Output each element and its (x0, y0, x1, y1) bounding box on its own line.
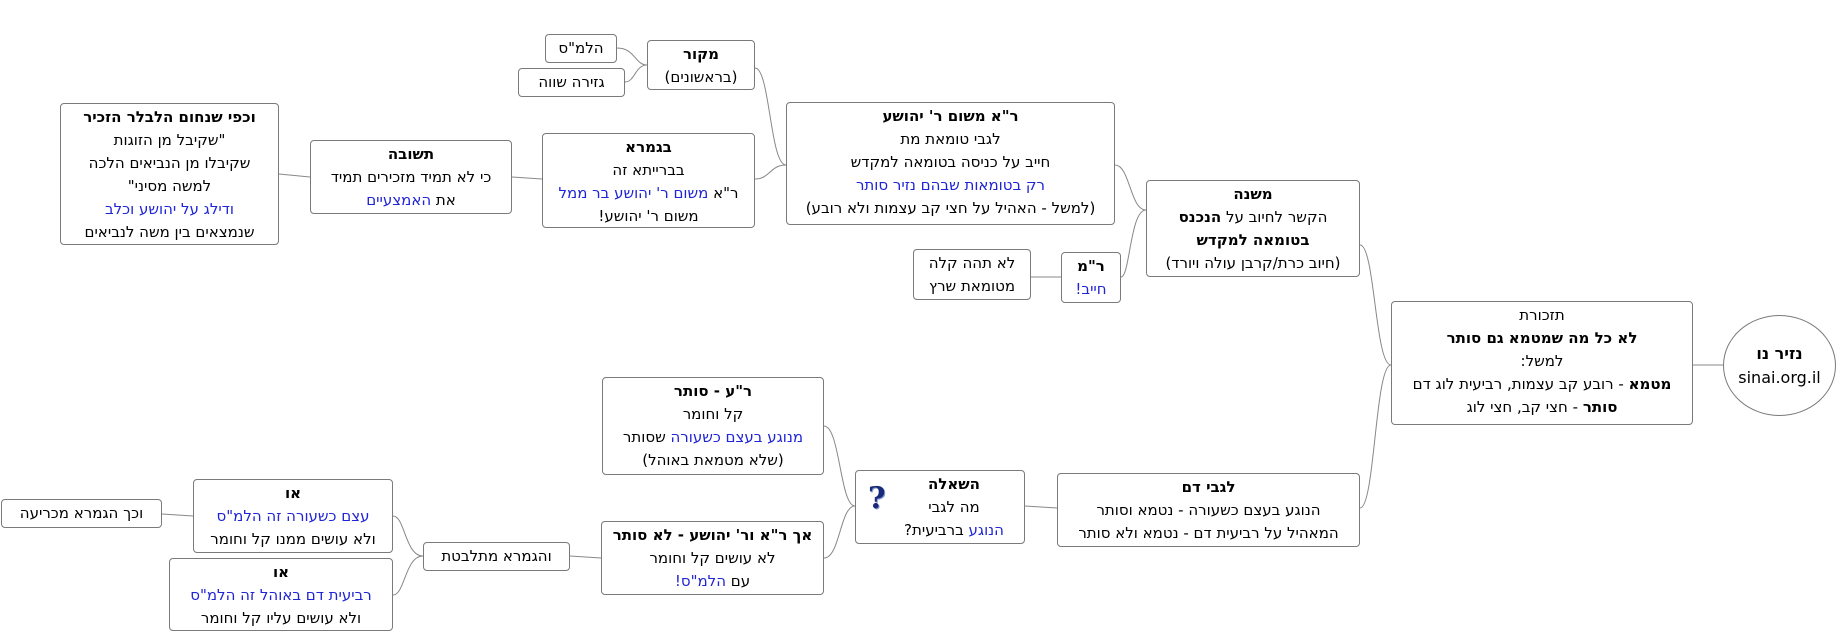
question-mark-icon: ? (868, 481, 886, 516)
dam-node[interactable]: לגבי דם הנוגע בעצם כשעורה - נטמא וסותר ה… (1057, 473, 1360, 547)
rabiakiva-line-3: מנוגע בעצם כשעורה שסותר (622, 428, 804, 446)
dam-line-2: הנוגע בעצם כשעורה - נטמא וסותר (1096, 501, 1321, 519)
teshuva-line-3: את האמצעיים (366, 191, 456, 209)
mishna-line-4: (חיוב כרת/קרבן עולה ויורד) (1165, 254, 1341, 272)
option-1-line-3: ולא עושים ממנו קל וחומר (210, 530, 376, 548)
kefi-title: וכפי שנחום הלבלר הזכיר (83, 108, 256, 126)
gemara-line-4: משום ר' יהושע! (598, 207, 699, 225)
teshuva-title: תשובה (387, 145, 435, 163)
mitlabetet-node[interactable]: והגמרא מתלבטת (423, 542, 570, 571)
rabiakiva-line-2: קל וחומר (682, 405, 744, 423)
kefi-line-3: שקיבלו מן הנביאים הלכה (88, 154, 251, 172)
rm-note-line-2: מטומאת שרץ (928, 277, 1016, 295)
option-2-title: או (272, 563, 290, 581)
makor-node[interactable]: מקור (בראשונים) (647, 40, 755, 90)
reminder-line-metame: מטמא - רובע קב עצמות, רביעית לוג דם (1412, 375, 1672, 393)
rabiakiva-node[interactable]: ר"ע - סותר קל וחומר מנוגע בעצם כשעורה שס… (602, 377, 824, 475)
reshum-line-2: לגבי טומאת מת (900, 130, 1001, 148)
mishna-node[interactable]: משנה הקשר לחיוב על הנכנס בטומאה למקדש (ח… (1146, 180, 1360, 277)
machria-label: וכך הגמרא מכריעה (19, 504, 144, 522)
dam-line-3: המאהיל על רביעית דם - נטמא ולא סותר (1078, 524, 1339, 542)
kefi-line-2: "שקיבל מן הזוגות (113, 131, 226, 149)
question-line-3: הנוגע ברביעית? (904, 521, 1004, 539)
gezera-node[interactable]: גזירה שווה (518, 68, 625, 97)
rabiakiva-title: ר"ע - סותר (673, 382, 753, 400)
question-title: השאלה (928, 475, 980, 493)
kefi-line-4: למשה מסיני" (127, 177, 212, 195)
ach-line-3: עם הלמ"ס! (674, 572, 751, 590)
question-node[interactable]: ? השאלה מה לגבי הנוגע ברביעית? (855, 470, 1025, 544)
teshuva-line-2: כי לא תמיד מזכירים תמיד (330, 168, 492, 186)
machria-node[interactable]: וכך הגמרא מכריעה (1, 499, 162, 528)
mitlabetet-label: והגמרא מתלבטת (441, 547, 552, 565)
dam-title: לגבי דם (1181, 478, 1236, 496)
gemara-title: בגמרא (625, 138, 672, 156)
rm-title: ר"מ (1077, 257, 1105, 275)
gemara-line-2: בברייתא זה (612, 161, 685, 179)
kefi-node[interactable]: וכפי שנחום הלבלר הזכיר "שקיבל מן הזוגות … (60, 103, 279, 245)
reshum-line-4: רק בטומאות שבהם נזיר סותר (855, 176, 1046, 194)
halmas-node[interactable]: הלמ"ס (545, 34, 617, 63)
root-node[interactable]: נזיר נו sinai.org.il (1723, 315, 1836, 416)
option-1-node[interactable]: או עצם כשעורה זה הלמ"ס ולא עושים ממנו קל… (193, 479, 393, 553)
reminder-title: תזכורת (1519, 306, 1565, 324)
gemara-line-3: ר"א משום ר' יהושע בר ממל (558, 184, 739, 202)
reshum-line-5: (למשל - האהיל על חצי קב עצמות ולא רובע) (805, 199, 1096, 217)
halmas-label: הלמ"ס (558, 39, 604, 57)
question-line-2: מה לגבי (928, 498, 980, 516)
option-1-line-2: עצם כשעורה זה הלמ"ס (216, 507, 370, 525)
kefi-line-6: שנמצאים בין משה לנביאים (84, 223, 255, 241)
root-site: sinai.org.il (1738, 367, 1821, 387)
makor-title: מקור (682, 45, 720, 63)
mishna-title: משנה (1233, 185, 1273, 203)
ach-node[interactable]: אך ר"א ור' יהושע - לא סותר לא עושים קל ו… (601, 521, 824, 595)
mishna-line-2: הקשר לחיוב על הנכנס (1178, 208, 1328, 226)
gezera-label: גזירה שווה (538, 73, 605, 91)
gemara-node[interactable]: בגמרא בברייתא זה ר"א משום ר' יהושע בר ממ… (542, 133, 755, 228)
makor-subtitle: (בראשונים) (664, 68, 738, 86)
option-2-line-3: ולא עושים עליו קל וחומר (200, 609, 362, 627)
option-2-node[interactable]: או רביעית דם באוהל זה הלמ"ס ולא עושים על… (169, 558, 393, 631)
rm-note-node[interactable]: לא תהה קלה מטומאת שרץ (913, 249, 1031, 300)
teshuva-node[interactable]: תשובה כי לא תמיד מזכירים תמיד את האמצעיי… (310, 140, 512, 214)
rm-node[interactable]: ר"מ חייב! (1061, 252, 1121, 303)
reminder-node[interactable]: תזכורת לא כל מה שמטמא גם סותר למשל: מטמא… (1391, 301, 1693, 425)
rm-verdict: חייב! (1075, 280, 1107, 298)
root-title: נזיר נו (1756, 343, 1803, 363)
ach-title: אך ר"א ור' יהושע - לא סותר (612, 526, 813, 544)
kefi-line-5: ודילג על יהושע וכלב (104, 200, 235, 218)
reminder-line-soter: סותר - חצי קב, חצי לוג (1466, 398, 1618, 416)
rm-note-line-1: לא תהה קלה (928, 254, 1016, 272)
reshum-node[interactable]: ר"א משום ר' יהושע לגבי טומאת מת חייב על … (786, 102, 1115, 225)
reshum-title: ר"א משום ר' יהושע (882, 107, 1019, 125)
rabiakiva-line-4: (שלא מטמאת באוהל) (642, 451, 784, 469)
ach-line-2: לא עושים קל וחומר (649, 549, 776, 567)
reminder-headline: לא כל מה שמטמא גם סותר (1446, 329, 1638, 347)
reminder-example: למשל: (1520, 352, 1564, 370)
reshum-line-3: חייב על כניסה בטומאה למקדש (850, 153, 1051, 171)
option-2-line-2: רביעית דם באוהל זה הלמ"ס (190, 586, 372, 604)
option-1-title: או (284, 484, 302, 502)
mishna-line-3: בטומאה למקדש (1196, 231, 1310, 249)
